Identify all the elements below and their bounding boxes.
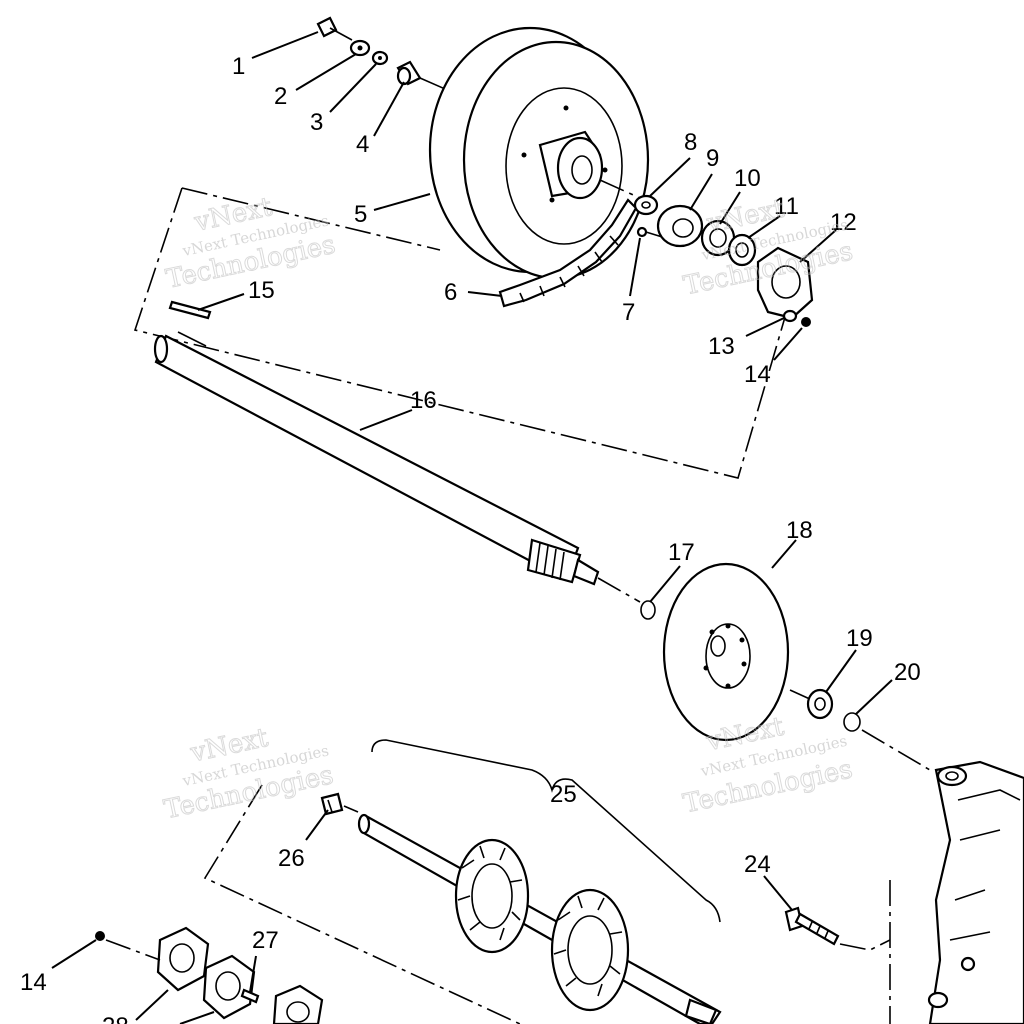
- callout-labels: 1 2 3 4 5 6 7 8 9 10 11 12 13 14 15 16 1…: [20, 53, 921, 1024]
- callout-17: 17: [668, 539, 695, 566]
- part-26-plug: [320, 792, 344, 816]
- part-1-bolt: [316, 16, 353, 41]
- callout-1: 1: [232, 53, 245, 80]
- part-28-flange-b: [202, 954, 256, 1020]
- callout-14: 14: [744, 361, 771, 388]
- callout-15: 15: [248, 277, 275, 304]
- callout-3: 3: [310, 109, 323, 136]
- part-8-washer: [633, 194, 659, 216]
- part-9-plate: [656, 204, 704, 248]
- callout-18: 18: [786, 517, 813, 544]
- callout-9: 9: [706, 145, 719, 172]
- part-4-spacer: [396, 60, 422, 86]
- part-28-flange-c: [272, 984, 324, 1024]
- callout-19: 19: [846, 625, 873, 652]
- axis-line-shaft: [597, 577, 641, 603]
- callout-11: 11: [774, 193, 799, 220]
- callout-16: 16: [410, 387, 437, 414]
- part-12-housing: [756, 246, 814, 320]
- part-2-washer: [349, 39, 371, 57]
- callout-12: 12: [830, 209, 857, 236]
- part-25-sprocket-shaft: [357, 813, 722, 1024]
- part-28-flange-a: [156, 926, 210, 992]
- callout-6: 6: [444, 279, 457, 306]
- part-15-key: [168, 300, 212, 320]
- watermark-bottom-left: vNext vNext Technologies Technologies: [161, 722, 337, 825]
- part-14-nut-lower: [95, 931, 105, 941]
- callout-14-lower: 14: [20, 969, 47, 996]
- callout-20: 20: [894, 659, 921, 686]
- part-5-drum: [428, 26, 650, 280]
- part-24-bolt: [784, 906, 891, 951]
- watermark-top-left: vNext vNext Technologies Technologies: [163, 192, 339, 296]
- callout-13: 13: [708, 333, 735, 360]
- callout-4: 4: [356, 131, 369, 158]
- callout-5: 5: [354, 201, 367, 228]
- part-14-nut: [801, 317, 811, 327]
- part-16-shaft: [153, 331, 600, 586]
- callout-25: 25: [550, 781, 577, 808]
- callout-28: 28: [102, 1013, 129, 1024]
- part-20-ring: [843, 712, 861, 732]
- part-3-washer: [371, 50, 389, 66]
- axis-line-plug: [343, 805, 359, 813]
- chaincase-housing: [889, 760, 1024, 1024]
- callout-7: 7: [622, 299, 635, 326]
- lower-assembly-boundary: [203, 784, 521, 1024]
- axis-line-lower: [105, 939, 161, 961]
- callout-2: 2: [274, 83, 287, 110]
- upper-assembly-boundary: [133, 187, 791, 479]
- axis-line-drum: [599, 179, 641, 199]
- part-25-bracket: [371, 739, 721, 923]
- callout-8: 8: [684, 129, 697, 156]
- axis-line-top: [419, 77, 453, 93]
- part-17-snap-ring: [640, 600, 656, 620]
- callout-26: 26: [278, 845, 305, 872]
- part-18-brake-disc: [662, 562, 790, 742]
- callout-10: 10: [734, 165, 761, 192]
- part-13-washer: [782, 309, 798, 323]
- axis-line-case: [861, 729, 931, 771]
- callout-27: 27: [252, 927, 279, 954]
- part-27-stud: [240, 988, 260, 1004]
- part-11-bearing: [727, 233, 757, 267]
- callout-24: 24: [744, 851, 771, 878]
- leader-lines: [51, 31, 893, 1024]
- part-19-bearing: [806, 688, 834, 720]
